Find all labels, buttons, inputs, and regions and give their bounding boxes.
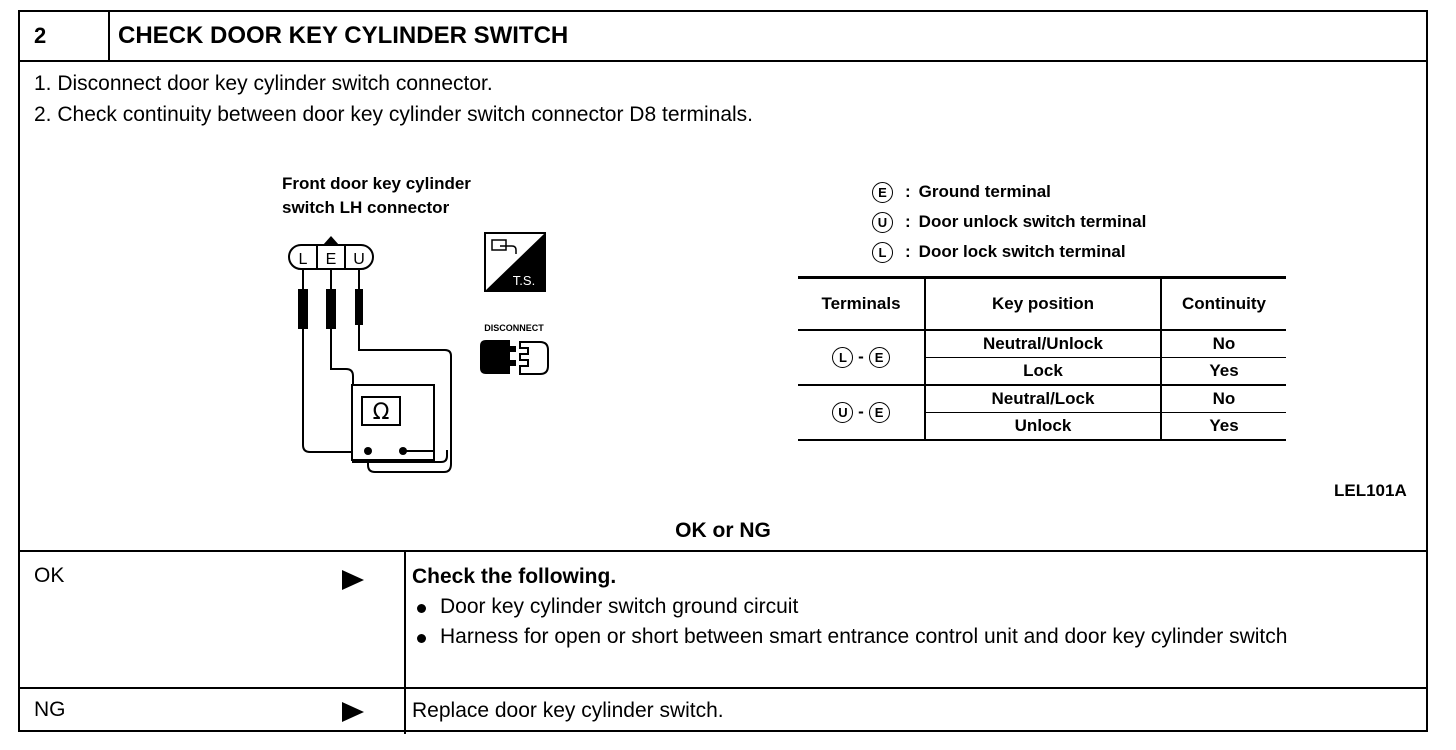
ok-heading: Check the following. <box>412 565 617 588</box>
key-position: Lock <box>924 357 1161 385</box>
ng-result: Replace door key cylinder switch. <box>412 699 724 722</box>
table-row: L - E Neutral/Unlock No <box>798 330 1286 368</box>
key-position: Neutral/Lock <box>924 384 1161 413</box>
pin-label-u: U <box>353 251 365 268</box>
list-item: Harness for open or short between smart … <box>412 622 1412 652</box>
pin-label-l: L <box>299 251 308 268</box>
terminal-pair: L - E <box>798 330 925 385</box>
table-header: Continuity <box>1160 277 1286 331</box>
key-position: Unlock <box>924 412 1161 440</box>
ok-result: Check the following. Door key cylinder s… <box>412 562 1412 652</box>
table-row: Lock Yes <box>798 357 1286 385</box>
continuity: Yes <box>1160 412 1286 440</box>
procedure-step: 2. Check continuity between door key cyl… <box>34 103 754 126</box>
continuity: No <box>1160 330 1286 358</box>
continuity: No <box>1160 384 1286 413</box>
legend-text: Door unlock switch terminal <box>918 212 1147 231</box>
continuity-table: Terminals Key position Continuity L - E … <box>798 276 1286 441</box>
legend-item: U : Door unlock switch terminal <box>872 207 1146 237</box>
procedure-step: 1. Disconnect door key cylinder switch c… <box>34 72 493 95</box>
terminal-legend: E : Ground terminal U : Door unlock swit… <box>872 177 1146 267</box>
troubleshooting-icon: T.S. <box>484 232 546 292</box>
connector-wiring-diagram: L E U Ω <box>288 236 452 473</box>
legend-item: L : Door lock switch terminal <box>872 237 1146 267</box>
terminal-pair: U - E <box>798 384 925 440</box>
legend-text: Ground terminal <box>918 182 1051 201</box>
figure-code: LEL101A <box>1334 481 1407 500</box>
terminal-symbol: E <box>872 181 893 203</box>
result-divider <box>20 550 1426 552</box>
continuity: Yes <box>1160 357 1286 385</box>
step-title: CHECK DOOR KEY CYLINDER SWITCH <box>118 22 569 49</box>
pin-label-e: E <box>326 251 337 268</box>
disconnect-label: DISCONNECT <box>484 323 544 333</box>
table-row: Unlock Yes <box>798 412 1286 440</box>
connector-title: Front door key cylinder switch LH connec… <box>282 174 471 217</box>
ok-label: OK <box>34 564 65 587</box>
result-divider <box>20 687 1426 689</box>
terminal-symbol: L <box>872 241 893 263</box>
terminal-symbol: U <box>872 211 893 233</box>
ok-arrow-icon <box>342 570 364 590</box>
table-row: U - E Neutral/Lock No <box>798 384 1286 440</box>
step-header: 2 CHECK DOOR KEY CYLINDER SWITCH <box>20 12 1426 62</box>
procedure-steps: 1. Disconnect door key cylinder switch c… <box>34 68 753 130</box>
ts-label: T.S. <box>513 273 535 288</box>
result-column-divider <box>404 550 406 734</box>
table-header: Terminals <box>798 277 925 331</box>
step-number: 2 <box>20 12 110 60</box>
legend-text: Door lock switch terminal <box>918 242 1126 261</box>
table-header: Key position <box>924 277 1161 331</box>
inspection-sheet: 2 CHECK DOOR KEY CYLINDER SWITCH 1. Disc… <box>18 10 1428 734</box>
ohm-symbol: Ω <box>373 400 390 425</box>
legend-item: E : Ground terminal <box>872 177 1146 207</box>
key-position: Neutral/Unlock <box>924 330 1161 358</box>
disconnect-icon: DISCONNECT <box>480 323 549 375</box>
ok-ng-title: OK or NG <box>675 519 771 542</box>
list-item: Door key cylinder switch ground circuit <box>412 592 1412 622</box>
ng-arrow-icon <box>342 702 364 722</box>
ng-label: NG <box>34 698 66 721</box>
